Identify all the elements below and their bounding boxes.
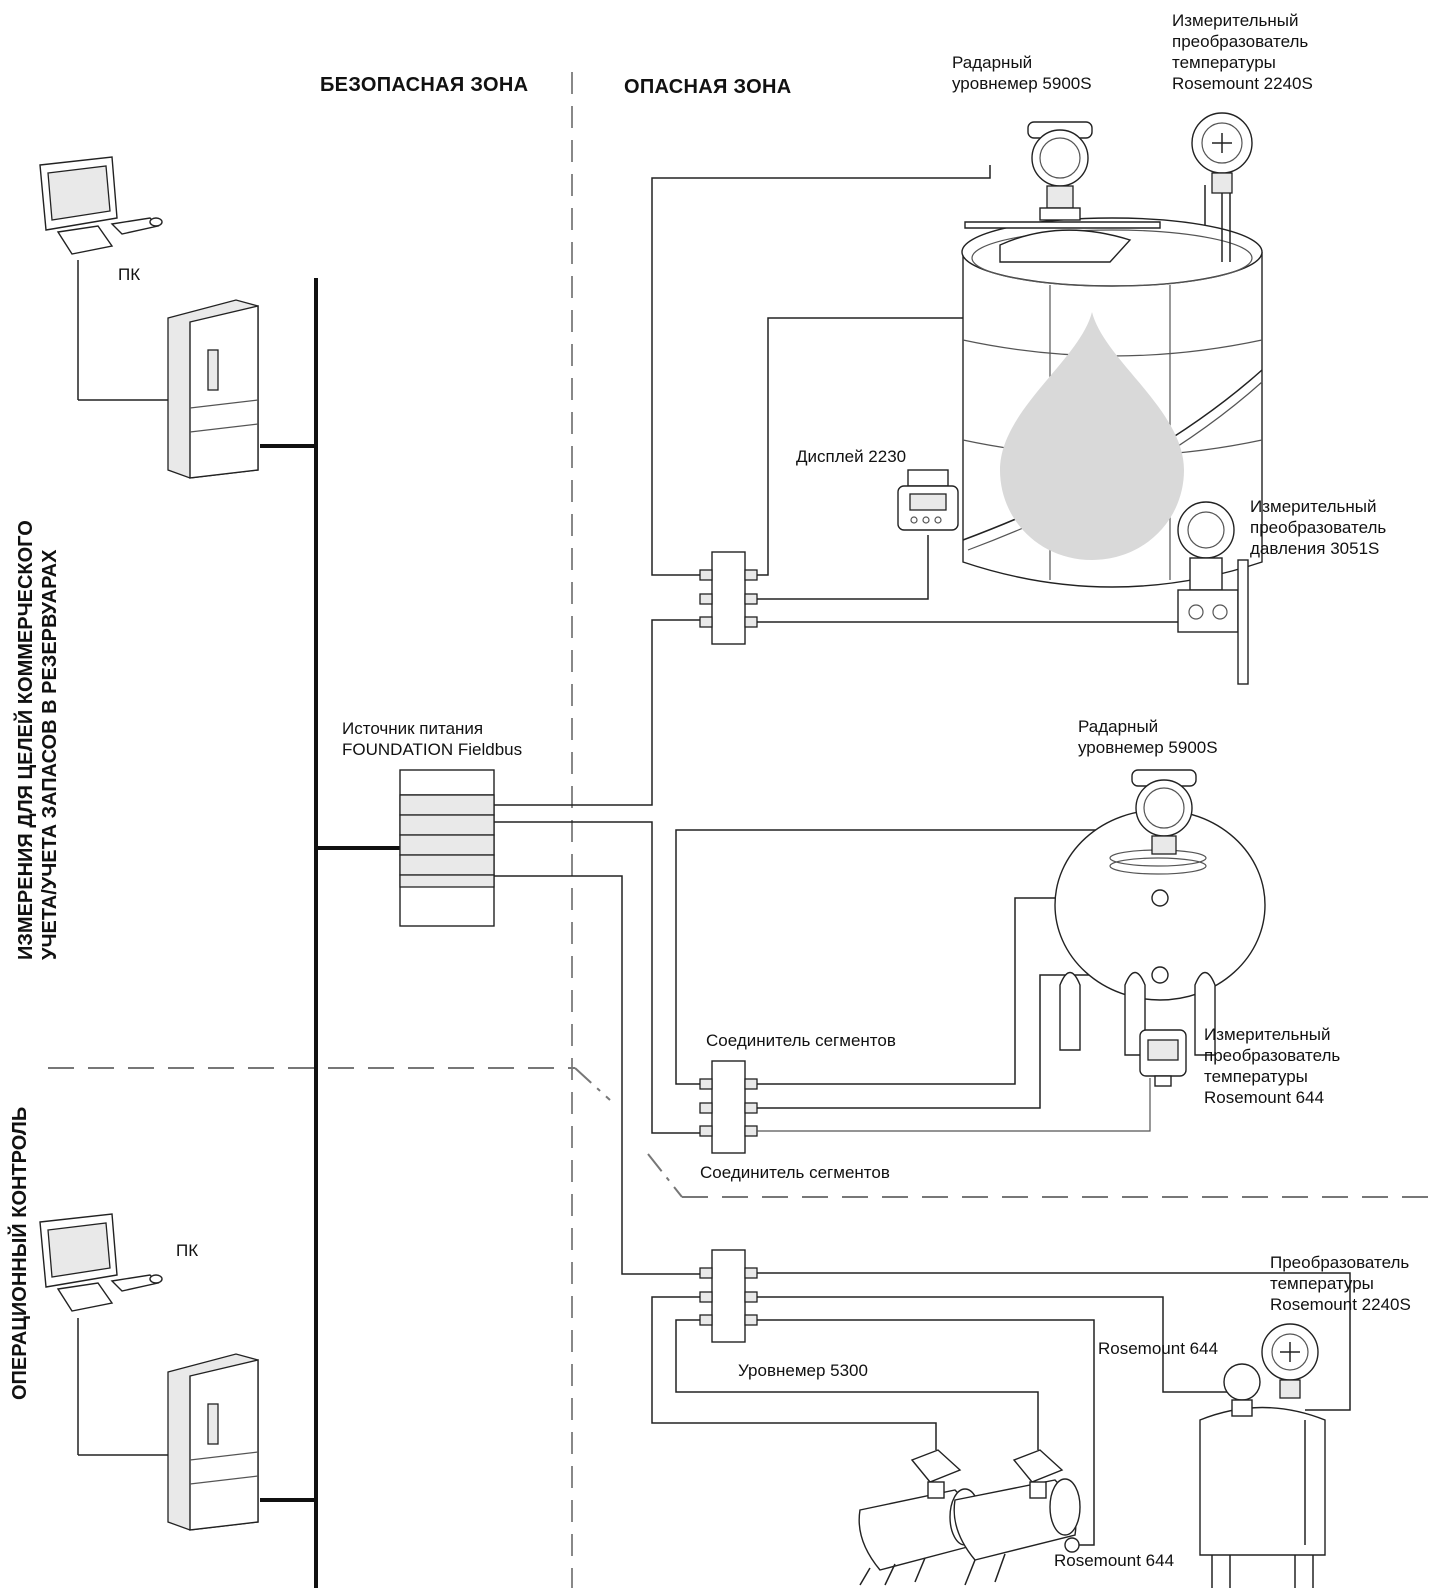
- temp-644-sphere[interactable]: [1139, 1029, 1187, 1087]
- spur-level-5300-a: [651, 1296, 937, 1450]
- safe-zone-title: БЕЗОПАСНАЯ ЗОНА: [320, 74, 529, 96]
- pressure-3051s[interactable]: [1177, 501, 1249, 685]
- radar-5900s-1-label: Радарный уровнемер 5900S: [952, 53, 1092, 93]
- spur-display: [757, 535, 929, 600]
- hazard-zone-title: ОПАСНАЯ ЗОНА: [624, 76, 792, 98]
- spur-temp-2240-2: [757, 1272, 1351, 1411]
- spur-radar-1: [651, 165, 991, 576]
- junction-box-middle[interactable]: [699, 1060, 758, 1154]
- level-5300-b[interactable]: [1012, 1449, 1064, 1499]
- radar-5900s-2-label: Радарный уровнемер 5900S: [1078, 717, 1218, 757]
- pc-bottom-label: ПК: [176, 1241, 199, 1260]
- temp-644-1-label: Измерительный преобразователь температур…: [1204, 1025, 1341, 1107]
- radar-gauge-5900s-2[interactable]: [1131, 769, 1197, 855]
- trunk-line-1: [494, 619, 704, 806]
- level-5300-a[interactable]: [910, 1449, 962, 1499]
- pc-top-label: ПК: [118, 265, 141, 284]
- radar-gauge-5900s-1[interactable]: [1027, 121, 1093, 221]
- fieldbus-power-supply[interactable]: [399, 769, 495, 927]
- zone-divider-diagonal: [574, 1067, 611, 1101]
- spur-level-5300-b: [675, 1319, 1039, 1450]
- pc-top-icon[interactable]: [39, 156, 259, 479]
- trunk-line-2: [494, 821, 704, 1134]
- temp-2240s-1[interactable]: [1191, 112, 1253, 262]
- pressure-3051s-label: Измерительный преобразователь давления 3…: [1250, 497, 1387, 558]
- temp-2240s-2[interactable]: [1261, 1323, 1319, 1399]
- segment-coupler-1-label: Соединитель сегментов: [706, 1031, 896, 1050]
- pc-bottom-icon[interactable]: [39, 1213, 259, 1531]
- junction-box-upper[interactable]: [699, 551, 758, 645]
- temp-2240s-2-label: Преобразователь температуры Rosemount 22…: [1270, 1253, 1411, 1314]
- custody-transfer-label: ИЗМЕРЕНИЯ ДЛЯ ЦЕЛЕЙ КОММЕРЧЕСКОГО УЧЕТА/…: [15, 520, 61, 960]
- spur-rosemount-644-a: [757, 1296, 1232, 1393]
- level-5300-label: Уровнемер 5300: [738, 1361, 868, 1380]
- spur-temp-644-1: [757, 1078, 1151, 1132]
- zone-divider-diagonal-2: [647, 1153, 683, 1198]
- spur-rosemount-644-b: [757, 1319, 1095, 1546]
- display-2230[interactable]: [897, 469, 959, 531]
- trunk-line-3: [494, 875, 704, 1275]
- display-2230-label: Дисплей 2230: [796, 447, 907, 466]
- rosemount-644-vertical[interactable]: [1223, 1363, 1261, 1417]
- segment-coupler-2-label: Соединитель сегментов: [700, 1163, 890, 1182]
- operational-control-label: ОПЕРАЦИОННЫЙ КОНТРОЛЬ: [9, 1106, 31, 1400]
- vertical-tank: [1199, 1406, 1326, 1588]
- temp-2240s-1-label: Измерительный преобразователь температур…: [1172, 11, 1313, 93]
- storage-tank: [961, 217, 1263, 588]
- rosemount-644-b-label: Rosemount 644: [1054, 1551, 1175, 1570]
- junction-box-lower[interactable]: [699, 1249, 758, 1343]
- liquid-drop: [1000, 312, 1184, 560]
- horizontal-tank-2: [953, 1478, 1081, 1586]
- rosemount-644-a-label: Rosemount 644: [1098, 1339, 1219, 1358]
- power-supply-label: Источник питания FOUNDATION Fieldbus: [342, 719, 523, 759]
